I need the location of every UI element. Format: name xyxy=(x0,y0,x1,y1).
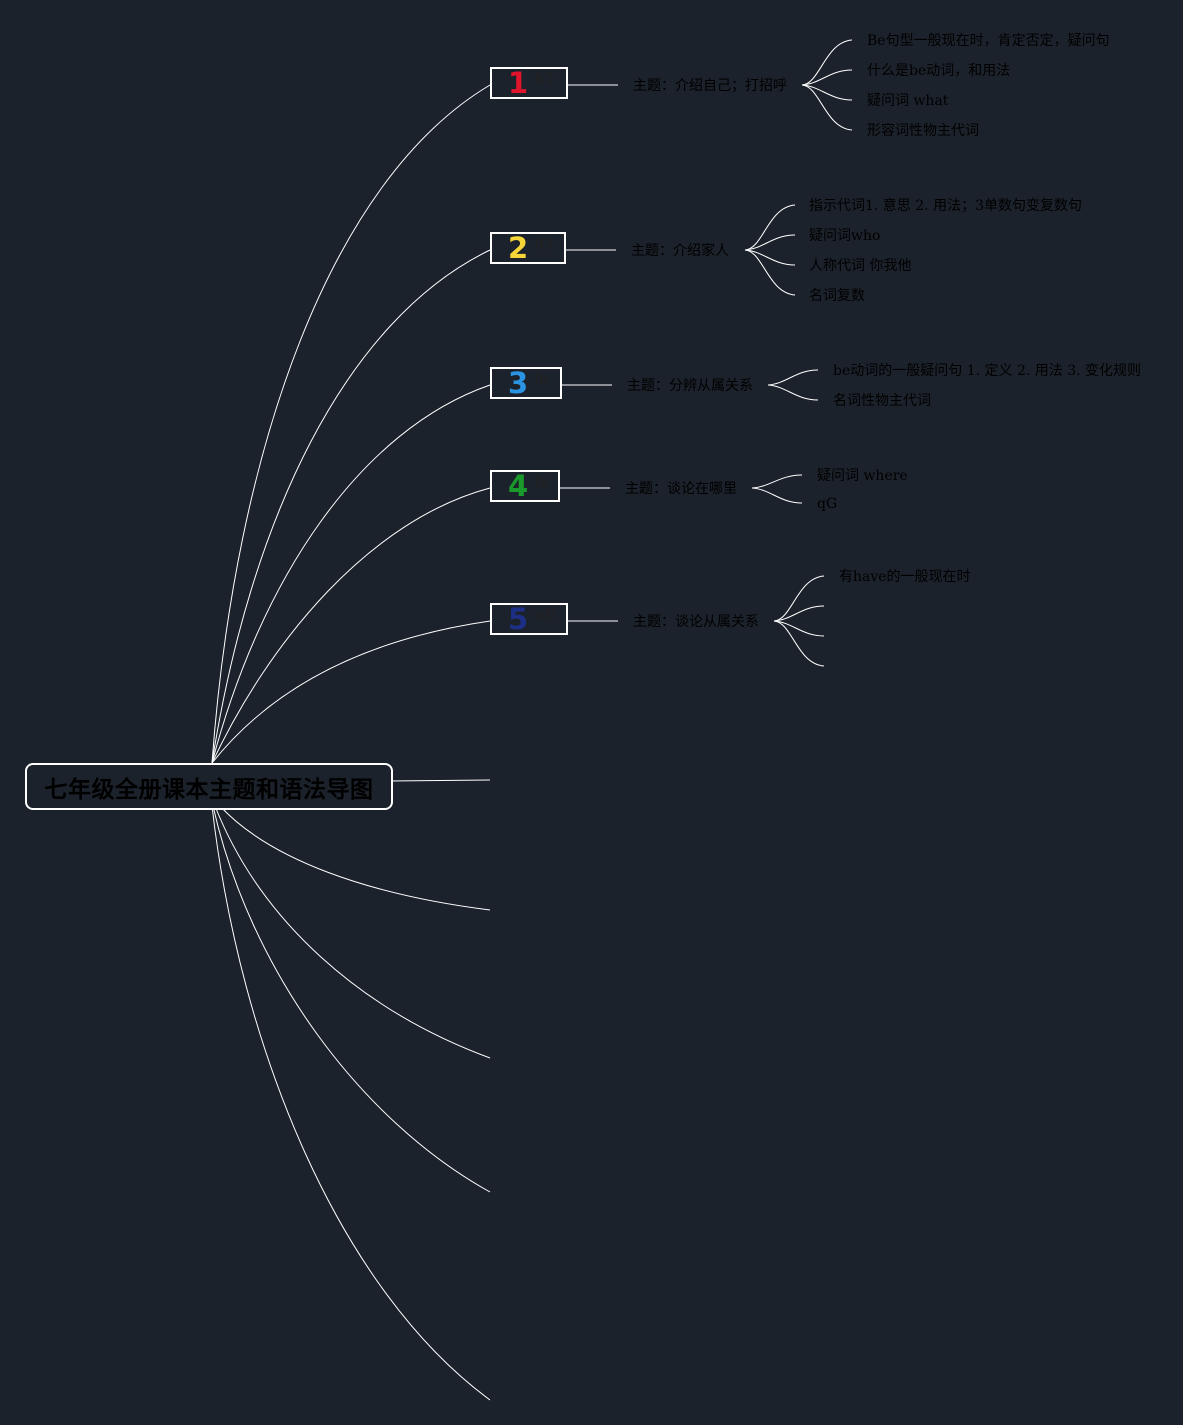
branch-line-unit-3 xyxy=(211,384,491,764)
branch-line-empty-6 xyxy=(389,779,491,782)
unit-2-fan-4 xyxy=(744,249,796,296)
unit-2-point-4[interactable]: 名词复数 xyxy=(809,288,865,304)
unit-3-fan-2 xyxy=(767,384,819,401)
unit-4-number-icon: 4 xyxy=(508,469,529,503)
unit-5-fan-3 xyxy=(773,620,825,637)
unit-node-2[interactable]: 2 iO xyxy=(490,232,566,264)
unit-1-fan-3 xyxy=(801,84,853,101)
unit-1-point-3[interactable]: 疑问词 what xyxy=(867,93,949,109)
unit-2-point-1[interactable]: 指示代词1. 意思 2. 用法；3单数句变复数句 xyxy=(809,198,1082,214)
unit-node-3[interactable]: 3 lo xyxy=(490,367,562,399)
unit-1-fan-2 xyxy=(801,69,853,86)
unit-5-number-icon: 5 xyxy=(508,602,529,636)
unit-3-code: lo xyxy=(534,368,549,388)
unit-2-code: iO xyxy=(534,233,553,253)
unit-2-point-2[interactable]: 疑问词who xyxy=(809,228,881,244)
unit-5-point-1[interactable]: 有have的一般现在时 xyxy=(839,569,971,585)
unit-1-point-1[interactable]: Be句型一般现在时，肯定否定，疑问句 xyxy=(867,33,1110,49)
unit-2-fan-3 xyxy=(744,249,796,266)
branch-line-empty-7 xyxy=(219,805,491,911)
unit-4-fan-2 xyxy=(751,487,803,504)
branch-line-unit-4 xyxy=(211,487,491,764)
unit-4-point-2[interactable]: qG xyxy=(817,496,838,512)
unit-5-fan-2 xyxy=(773,605,825,622)
unit-1-topic[interactable]: 主题：介绍自己；打招呼 xyxy=(633,78,787,94)
unit-1-point-4[interactable]: 形容词性物主代词 xyxy=(867,123,979,139)
root-node[interactable]: 七年级全册课本主题和语法导图 xyxy=(25,763,393,810)
branch-line-empty-10 xyxy=(211,805,491,1401)
unit-5-code: uE xyxy=(534,604,557,624)
branch-line-unit-2 xyxy=(211,249,491,764)
unit-1-code: hT xyxy=(534,68,556,88)
unit-2-fan-1 xyxy=(744,204,796,251)
unit-4-code: ts xyxy=(534,471,549,491)
unit-node-1[interactable]: 1 hT xyxy=(490,67,568,99)
unit-2-number-icon: 2 xyxy=(508,231,529,265)
unit-2-point-3[interactable]: 人称代词 你我他 xyxy=(809,258,912,274)
unit-2-fan-2 xyxy=(744,234,796,251)
unit-4-fan-1 xyxy=(751,474,803,489)
unit-5-fan-4 xyxy=(773,620,825,667)
unit-1-number-icon: 1 xyxy=(508,66,529,100)
unit-1-fan-4 xyxy=(801,84,853,131)
unit-5-topic[interactable]: 主题：谈论从属关系 xyxy=(633,614,759,630)
branch-line-empty-8 xyxy=(214,805,491,1059)
unit-node-5[interactable]: 5 uE xyxy=(490,603,568,635)
unit-3-fan-1 xyxy=(767,369,819,386)
unit-node-4[interactable]: 4 ts xyxy=(490,470,560,502)
unit-5-fan-1 xyxy=(773,575,825,622)
unit-3-point-1[interactable]: be动词的一般疑问句 1. 定义 2. 用法 3. 变化规则 xyxy=(833,363,1142,379)
unit-4-point-1[interactable]: 疑问词 where xyxy=(817,468,908,484)
unit-1-fan-1 xyxy=(801,39,853,86)
unit-3-number-icon: 3 xyxy=(508,366,529,400)
branch-line-unit-5 xyxy=(211,620,491,764)
unit-3-point-2[interactable]: 名词性物主代词 xyxy=(833,393,931,409)
unit-1-point-2[interactable]: 什么是be动词，和用法 xyxy=(867,63,1011,79)
branch-line-unit-1 xyxy=(211,84,491,764)
branch-line-empty-9 xyxy=(212,805,491,1193)
root-title: 七年级全册课本主题和语法导图 xyxy=(44,776,374,803)
unit-4-topic[interactable]: 主题：谈论在哪里 xyxy=(625,481,737,497)
unit-2-topic[interactable]: 主题：介绍家人 xyxy=(631,243,729,259)
unit-3-topic[interactable]: 主题：分辨从属关系 xyxy=(627,378,753,394)
